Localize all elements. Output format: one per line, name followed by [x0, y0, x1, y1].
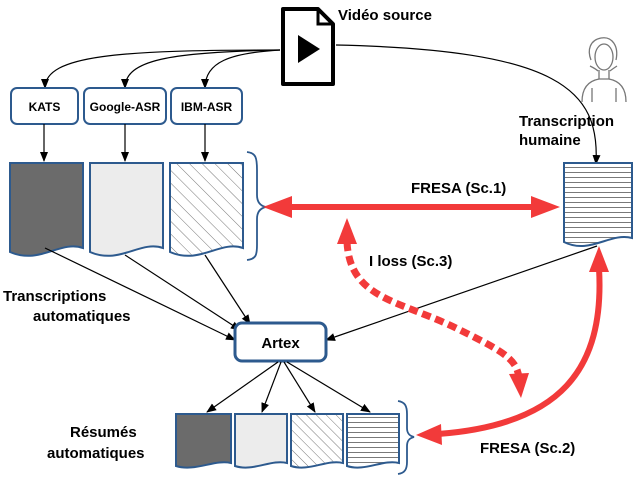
artex-label: Artex [261, 335, 300, 352]
asr-label-ibm: IBM-ASR [181, 100, 233, 114]
asr-label-kats: KATS [29, 100, 61, 114]
human-label-line1: Transcription [519, 113, 614, 130]
doc-google-transcription [89, 162, 164, 257]
asr-box-google: Google-ASR [83, 87, 167, 125]
artex-to-summary-arrows [206, 361, 371, 413]
transcriptions-label-line1: Transcriptions [3, 288, 106, 305]
iloss-sc3-arrow [337, 218, 529, 398]
fresa-sc2-label: FRESA (Sc.2) [480, 440, 575, 457]
asr-box-kats: KATS [10, 87, 79, 125]
doc-ibm-transcription [169, 162, 244, 257]
asr-to-doc-arrows [40, 124, 209, 162]
artex-box: Artex [233, 321, 328, 363]
asr-label-google: Google-ASR [90, 100, 161, 114]
arrow-video-to-human [335, 44, 601, 165]
summaries-label-line1: Résumés [70, 424, 137, 441]
summaries-label-line2: automatiques [47, 445, 145, 462]
arrow-video-to-google [121, 49, 281, 89]
summaries-brace [397, 400, 415, 475]
doc-kats-transcription [9, 162, 84, 257]
summary-ibm [290, 413, 344, 469]
summary-kats [175, 413, 232, 469]
fresa-sc1-arrow [263, 196, 560, 218]
summary-google [234, 413, 288, 469]
video-file-icon [281, 7, 335, 86]
person-icon [581, 37, 627, 103]
video-source-label: Vidéo source [338, 7, 432, 24]
human-label-line2: humaine [519, 132, 581, 149]
iloss-sc3-label: I loss (Sc.3) [369, 253, 452, 270]
transcriptions-to-artex-arrows [44, 245, 598, 341]
arrow-video-to-ibm [201, 49, 281, 89]
transcriptions-brace [246, 151, 267, 261]
summary-human [346, 413, 400, 469]
video-to-asr-arrows [41, 44, 601, 165]
transcriptions-label-line2: automatiques [33, 308, 131, 325]
fresa-sc1-label: FRESA (Sc.1) [411, 180, 506, 197]
arrow-video-to-kats [41, 49, 281, 89]
doc-human-transcription [563, 162, 633, 247]
fresa-sc2-arrow [416, 246, 609, 445]
asr-box-ibm: IBM-ASR [170, 87, 243, 125]
